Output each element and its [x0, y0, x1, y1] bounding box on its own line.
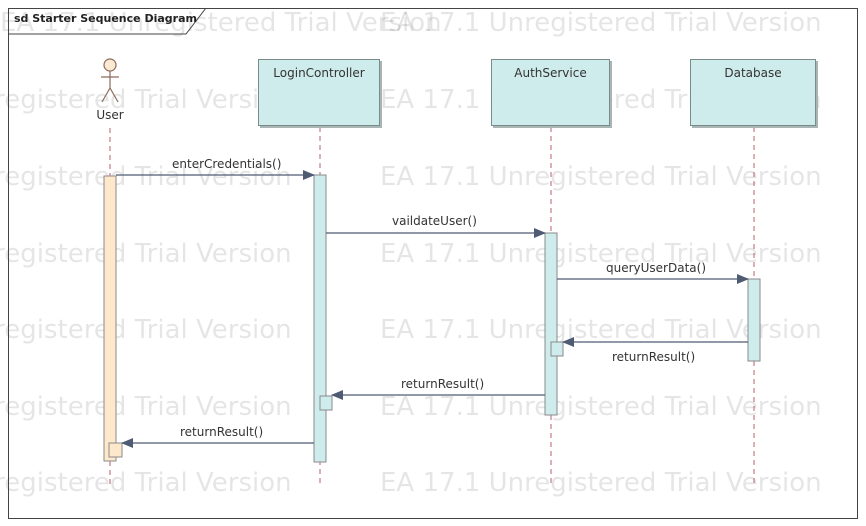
- lifeline-box-database[interactable]: Database: [690, 59, 816, 126]
- message-label-validateuser: vaildateUser(): [392, 214, 477, 228]
- lifeline-label-authservice: AuthService: [514, 66, 587, 80]
- activation-user: [103, 175, 117, 462]
- message-label-returnresult-login: returnResult(): [180, 425, 264, 439]
- return-box-user: [108, 442, 123, 458]
- message-label-returnresult-auth: returnResult(): [401, 377, 485, 391]
- activation-logincontroller: [313, 174, 327, 463]
- user-actor-icon: [101, 58, 119, 103]
- lifeline-label-logincontroller: LoginController: [273, 66, 365, 80]
- diagram-frame: [8, 8, 858, 519]
- lifeline-box-authservice[interactable]: AuthService: [491, 59, 610, 126]
- actor-label-user: User: [96, 108, 124, 122]
- lifeline-box-logincontroller[interactable]: LoginController: [258, 59, 380, 126]
- activation-authservice: [544, 232, 558, 416]
- message-label-returnresult-db: returnResult(): [612, 350, 696, 364]
- message-label-queryuserdata: queryUserData(): [606, 261, 707, 275]
- return-box-logincontroller: [319, 395, 333, 411]
- frame-title: sd Starter Sequence Diagram: [14, 12, 197, 25]
- return-box-authservice: [550, 341, 564, 357]
- message-label-entercredentials: enterCredentials(): [172, 157, 282, 171]
- frame-title-tab: [8, 8, 207, 35]
- lifeline-label-database: Database: [724, 66, 782, 80]
- activation-database: [747, 278, 761, 362]
